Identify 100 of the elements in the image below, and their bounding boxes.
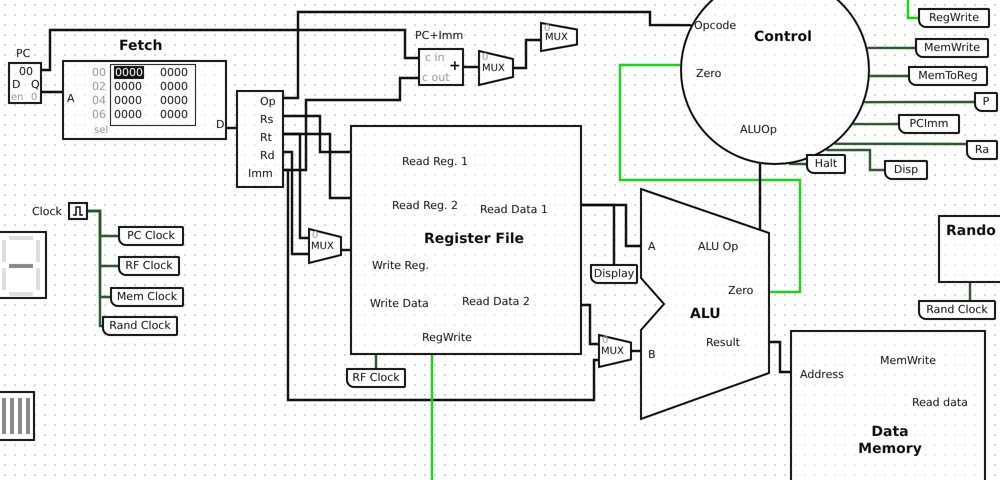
memory-cell: 0000: [114, 66, 144, 79]
mux-shape: [478, 50, 514, 86]
port-label: 02: [92, 80, 106, 93]
port-label: Opcode: [694, 19, 736, 32]
port-label: Write Data: [370, 297, 429, 310]
wire: [618, 64, 802, 294]
wire: [826, 148, 884, 172]
port-label: Zero: [728, 284, 754, 297]
tunnel-tag: [915, 38, 989, 58]
wire: [834, 142, 966, 146]
data-memory-box: [790, 330, 986, 480]
port-label: ALU Op: [698, 240, 738, 253]
port-label: 00: [92, 66, 106, 79]
mux-label: 0: [482, 51, 488, 64]
memory-cell: 0000: [114, 94, 142, 107]
tunnel-tag: [884, 160, 928, 180]
tunnel-tag: [118, 256, 180, 276]
port-label: ALUOp: [740, 123, 777, 136]
splitter-box: [236, 90, 284, 188]
tunnel-label: RF Clock: [124, 258, 174, 274]
mux-label: 0: [602, 334, 608, 346]
component-title: Data Memory: [857, 424, 923, 458]
mux-label: MUX: [545, 32, 568, 44]
wire: [864, 100, 974, 104]
port-label: MemWrite: [880, 354, 936, 367]
port-label: Rs: [260, 113, 274, 126]
port-label: Rt: [260, 131, 272, 144]
tunnel-label: P: [982, 94, 990, 110]
mux-shape: [598, 334, 632, 368]
tunnel-label: MemWrite: [922, 40, 981, 56]
component-title: Register File: [424, 231, 524, 248]
tunnel-tag: [918, 300, 996, 320]
tunnel-label: RF Clock: [351, 370, 401, 386]
port-label: +: [449, 58, 461, 74]
port-label: Address: [800, 368, 844, 381]
wire: [284, 10, 692, 100]
wire: [374, 355, 378, 368]
component-title: PC: [16, 47, 30, 60]
memory-cell: 0000: [114, 108, 142, 121]
tunnel-label: Mem Clock: [116, 289, 178, 305]
port-label: Imm: [248, 167, 273, 180]
tunnel-label: Display: [592, 266, 636, 282]
port-label: c out: [422, 71, 450, 84]
port-label: 00: [19, 65, 33, 78]
alu-shape: [640, 188, 770, 420]
port-label: 0: [31, 91, 38, 104]
port-label: 04: [92, 94, 106, 107]
tunnel-tag: [102, 316, 178, 336]
memory-cell: 0000: [160, 108, 188, 121]
tunnel-tag: [918, 8, 990, 28]
wire: [968, 283, 972, 300]
tunnel-label: Disp: [892, 162, 920, 178]
tunnel-tag: [806, 154, 846, 174]
port-label: D: [216, 118, 224, 131]
tunnel-label: MemToReg: [917, 68, 979, 84]
wire: [632, 350, 640, 352]
component-title: ALU: [690, 306, 721, 323]
wire: [464, 66, 478, 68]
wire: [870, 74, 908, 78]
mux-label: 0: [544, 22, 550, 34]
tunnel-label: PC Clock: [126, 228, 176, 244]
tunnel-label: PCImm: [908, 116, 950, 132]
port-label: Read data: [912, 396, 968, 409]
tunnel-tag: [110, 287, 184, 307]
port-label: en: [11, 91, 24, 104]
wire: [284, 150, 308, 256]
wire: [88, 210, 102, 328]
wire: [284, 132, 308, 240]
register-file-box: [350, 125, 582, 355]
tunnel-tag: [346, 368, 406, 388]
port-label: Read Reg. 1: [402, 155, 468, 168]
mux-label: 0: [312, 229, 318, 242]
memory-cell: 0000: [160, 66, 188, 79]
port-label: Op: [260, 95, 276, 108]
tunnel-tag: [898, 114, 960, 134]
tunnel-tag: [966, 140, 998, 160]
tunnel-tag: [908, 66, 988, 86]
mux-label: MUX: [482, 62, 505, 75]
port-label: sel: [94, 124, 108, 137]
component-title: Control: [754, 29, 812, 46]
port-label: Read Data 2: [462, 295, 530, 308]
wire: [42, 90, 62, 94]
wire: [758, 164, 762, 229]
port-label: Read Data 1: [480, 203, 548, 216]
component-title: Rando: [946, 223, 996, 240]
random-generator-box: [938, 215, 1000, 283]
port-label: Clock: [32, 205, 62, 218]
port-label: A: [648, 240, 656, 253]
wire: [284, 76, 418, 172]
port-label: Read Reg. 2: [392, 199, 458, 212]
wire: [853, 122, 898, 126]
port-label: Rd: [260, 149, 275, 162]
wire: [582, 204, 616, 264]
memory-cell: 0000: [160, 80, 188, 93]
wire: [42, 28, 418, 72]
wire: [342, 248, 350, 252]
tunnel-tag: [118, 226, 184, 246]
component-title: Fetch: [119, 38, 162, 55]
port-label: RegWrite: [422, 331, 472, 344]
port-label: c in: [425, 51, 445, 64]
